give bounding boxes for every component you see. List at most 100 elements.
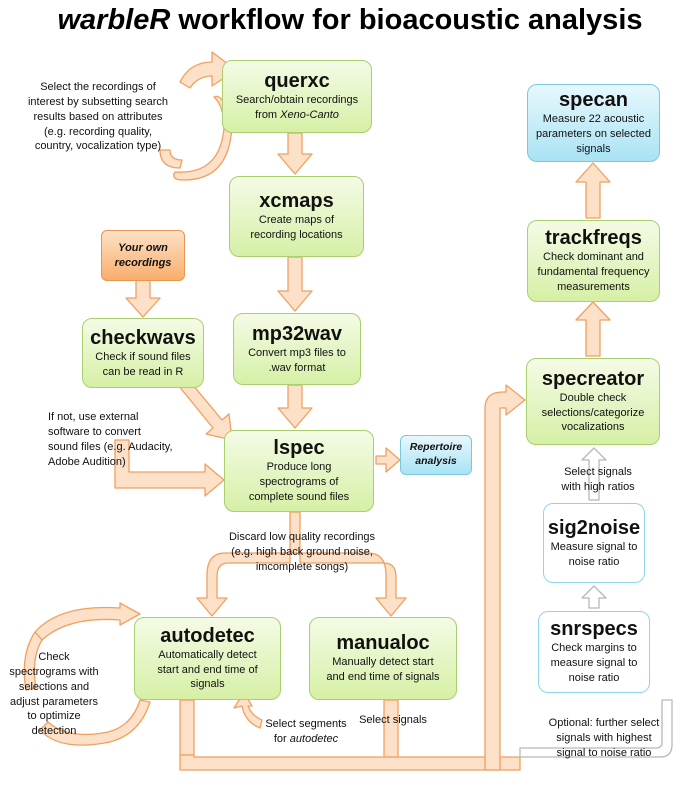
- note-line: interest by subsetting search: [27, 95, 169, 108]
- own-recordings-label: Your own recordings: [115, 241, 172, 271]
- trackfreqs-desc-line: measurements: [557, 280, 630, 293]
- note-line: to optimize: [27, 710, 81, 723]
- mp32wav-box: mp32wav Convert mp3 files to .wav format: [233, 313, 361, 385]
- note-line: Adobe Audition): [48, 455, 126, 468]
- mp32wav-desc: Convert mp3 files to .wav format: [242, 346, 352, 376]
- note-line: country, vocalization type): [34, 140, 162, 153]
- autodetec-desc: Automatically detect start and end time …: [151, 648, 263, 693]
- note-line: for autodetec: [258, 732, 354, 747]
- arrow-autodetec-loop-top: [34, 602, 141, 641]
- xcmaps-desc-line: Create maps of: [258, 214, 335, 227]
- note-line: Select the recordings of: [40, 81, 156, 93]
- querxc-desc-source: Xeno-Canto: [280, 109, 339, 121]
- lspec-desc: Produce long spectrograms of complete so…: [243, 460, 355, 505]
- note-select-signals: Select signals: [352, 713, 434, 728]
- arrow-querxc-loop: [173, 95, 233, 181]
- title-package-name: warbleR: [57, 4, 171, 36]
- repertoire-label: Repertoire analysis: [410, 441, 463, 468]
- note-external-software: If not, use external software to convert…: [48, 410, 188, 469]
- repertoire-line: analysis: [415, 455, 457, 467]
- note-line: signal to noise ratio: [556, 746, 652, 759]
- querxc-desc-text: from: [255, 109, 281, 121]
- lspec-name: lspec: [273, 437, 325, 460]
- note-line: If not, use external: [48, 411, 139, 423]
- specan-desc-line: Measure 22 acoustic: [542, 113, 645, 126]
- note-function-name: autodetec: [289, 732, 339, 745]
- snrspecs-name: snrspecs: [550, 618, 638, 641]
- mp32wav-desc-line: Convert mp3 files to: [248, 346, 346, 359]
- specan-desc-line: parameters on selected: [536, 128, 651, 141]
- specan-desc-line: signals: [576, 142, 611, 155]
- note-line: adjust parameters: [9, 695, 99, 708]
- specreator-desc-line: Double check: [559, 391, 627, 404]
- arrow-lspec-repertoire: [375, 447, 401, 473]
- checkwavs-desc-line: can be read in R: [102, 365, 184, 378]
- repertoire-line: Repertoire: [409, 441, 463, 454]
- autodetec-desc-line: Automatically detect: [158, 648, 257, 661]
- snrspecs-desc-line: measure signal to: [550, 657, 638, 670]
- specreator-desc-line: vocalizations: [561, 421, 625, 434]
- lspec-desc-line: complete sound files: [248, 490, 350, 503]
- note-line: detection: [31, 725, 77, 738]
- arrow-querxc-loop-left: [159, 149, 183, 169]
- note-line: spectrograms with: [9, 665, 99, 678]
- trackfreqs-name: trackfreqs: [545, 227, 642, 250]
- lspec-box: lspec Produce long spectrograms of compl…: [224, 430, 374, 512]
- arrow-querxc-xcmaps: [277, 132, 313, 175]
- sig2noise-name: sig2noise: [547, 516, 641, 539]
- note-line: Select signals: [564, 466, 632, 478]
- snrspecs-box: snrspecs Check margins to measure signal…: [538, 611, 650, 693]
- note-text: for: [273, 732, 290, 745]
- note-line: software to convert: [48, 425, 141, 438]
- trackfreqs-desc-line: Check dominant and: [543, 251, 644, 264]
- diagram-title: warbleR workflow for bioacoustic analysi…: [0, 4, 700, 37]
- arrow-specreator-trackfreqs: [575, 301, 611, 357]
- note-check-spectrograms: Check spectrograms with selections and a…: [4, 650, 104, 739]
- querxc-desc-line: from Xeno-Canto: [236, 108, 358, 123]
- note-line: (e.g. recording quality,: [43, 125, 153, 138]
- arrow-trackfreqs-specan: [575, 162, 611, 219]
- manualoc-desc-line: and end time of signals: [326, 671, 440, 683]
- arrow-split-manualoc: [299, 552, 407, 617]
- arrow-split-autodetec: [196, 552, 291, 617]
- note-optional: Optional: further select signals with hi…: [534, 716, 674, 761]
- note-select-segments: Select segments for autodetec: [258, 717, 354, 747]
- arrow-bottom-route: [179, 754, 521, 771]
- xcmaps-name: xcmaps: [259, 190, 334, 213]
- xcmaps-desc: Create maps of recording locations: [244, 213, 348, 243]
- manualoc-box: manualoc Manually detect start and end t…: [309, 617, 457, 700]
- checkwavs-box: checkwavs Check if sound files can be re…: [82, 318, 204, 388]
- querxc-box: querxc Search/obtain recordings from Xen…: [222, 60, 372, 133]
- autodetec-box: autodetec Automatically detect start and…: [134, 617, 281, 700]
- arrow-mp32wav-lspec: [277, 384, 313, 429]
- specreator-desc-line: selections/categorize: [541, 406, 645, 419]
- sig2noise-desc-line: Measure signal to: [550, 540, 638, 553]
- autodetec-name: autodetec: [160, 624, 255, 647]
- querxc-desc-line: Search/obtain recordings: [235, 94, 359, 107]
- note-discard: Discard low quality recordings (e.g. hig…: [212, 530, 392, 575]
- own-recordings-line: Your own: [118, 241, 168, 254]
- arrow-optional-gray-route: [519, 699, 673, 758]
- checkwavs-desc-line: Check if sound files: [95, 350, 191, 363]
- trackfreqs-box: trackfreqs Check dominant and fundamenta…: [527, 220, 660, 302]
- specan-box: specan Measure 22 acoustic parameters on…: [527, 84, 660, 162]
- manualoc-desc: Manually detect start and end time of si…: [320, 655, 445, 685]
- arrow-xcmaps-mp32wav: [277, 256, 313, 312]
- sig2noise-desc: Measure signal to noise ratio: [545, 540, 644, 570]
- querxc-desc: Search/obtain recordings from Xeno-Canto: [230, 93, 364, 123]
- note-line: selections and: [18, 680, 90, 693]
- checkwavs-name: checkwavs: [90, 326, 196, 349]
- autodetec-desc-line: signals: [190, 678, 225, 691]
- trackfreqs-desc-line: fundamental frequency: [537, 266, 650, 279]
- note-line: Select segments: [265, 718, 347, 730]
- note-line: sound files (e.g. Audacity,: [48, 440, 173, 453]
- note-line: with high ratios: [561, 480, 635, 493]
- specreator-box: specreator Double check selections/categ…: [526, 358, 660, 445]
- note-line: results based on attributes: [33, 110, 163, 123]
- repertoire-analysis-box: Repertoire analysis: [400, 435, 472, 475]
- note-high-ratios: Select signals with high ratios: [548, 465, 648, 495]
- note-select-recordings: Select the recordings of interest by sub…: [8, 80, 188, 154]
- mp32wav-name: mp32wav: [251, 322, 343, 345]
- arrow-checkwavs-loop-lspec: [114, 439, 225, 497]
- note-line: (e.g. high back ground noise,: [231, 545, 373, 558]
